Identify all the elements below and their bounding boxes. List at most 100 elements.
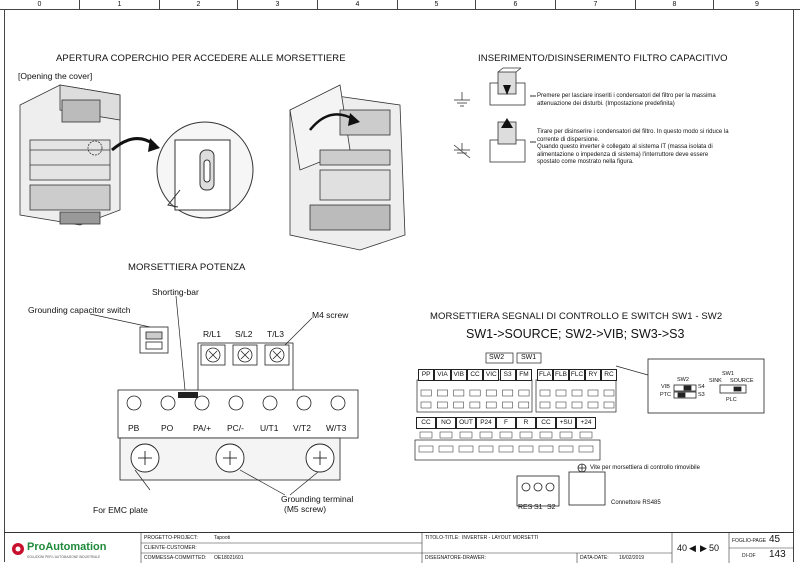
sd-source: SOURCE — [730, 378, 754, 384]
signal-terminal-screw — [420, 401, 432, 409]
terminal-u-t1: U/T1 — [260, 423, 279, 433]
filter-switch-pushed — [489, 67, 526, 106]
sd-s3: S3 — [698, 392, 705, 398]
signal-title: MORSETTIERA SEGNALI DI CONTROLLO E SWITC… — [430, 311, 723, 322]
terminal-pb: PB — [128, 423, 140, 433]
logo-text: ProAutomation — [27, 541, 107, 553]
page-value: 45 — [769, 534, 781, 545]
signal-terminal-screw — [498, 445, 514, 453]
signal-terminal-label: RY — [585, 369, 601, 381]
sd-s4: S4 — [698, 384, 705, 390]
signal-terminal-screw — [439, 431, 453, 439]
signal-terminal-screw — [419, 431, 433, 439]
signal-terminal-screw — [539, 431, 553, 439]
ruler-cell: 6 — [476, 0, 556, 10]
signal-terminal-screw — [479, 431, 493, 439]
m5-screw-label: (M5 screw) — [284, 504, 327, 514]
of-value: 143 — [769, 549, 786, 560]
signal-terminal-screw — [469, 401, 481, 409]
title-block: ProAutomation SOLUZIONI PER L'AUTOMAZION… — [4, 532, 794, 563]
filter-text-remove: Tirare per disinserire i condensatori de… — [537, 129, 729, 167]
next-arrow-icon[interactable]: ▶ — [700, 543, 707, 553]
filter-text-insert: Premere per lasciare inseriti i condensa… — [537, 93, 716, 108]
inverter-illustration-right — [289, 84, 406, 251]
signal-terminal-label: PP — [418, 369, 435, 381]
signal-terminal-screw — [555, 389, 567, 397]
signal-terminal-label: S3 — [499, 369, 516, 381]
of-label: DI-OF — [742, 553, 756, 559]
signal-terminal-screw — [579, 431, 593, 439]
customer-label: CLIENTE-CUSTOMER: — [144, 545, 197, 551]
signal-terminal-label: R — [516, 417, 536, 429]
signal-terminal-screw — [459, 431, 473, 439]
title-value: INVERTER - LAYOUT MORSETTI — [462, 535, 539, 541]
signal-terminal-label: +24 — [576, 417, 596, 429]
switch-detail-box — [647, 358, 765, 414]
column-ruler: 0 1 2 3 4 5 6 7 8 9 — [0, 0, 800, 10]
signal-terminal-label: +SU — [556, 417, 576, 429]
ground-symbol-top — [454, 92, 470, 107]
signal-terminal-label: FM — [515, 369, 533, 381]
order-value: OE18021601 — [214, 555, 244, 561]
signal-terminal-label: CC — [466, 369, 484, 381]
filter-title: INSERIMENTO/DISINSERIMENTO FILTRO CAPACI… — [478, 53, 728, 64]
text-line: Tirare per disinserire i condensatori de… — [537, 129, 729, 135]
grounding-terminal-label: Grounding terminal — [281, 494, 354, 504]
sw-label-boxes — [485, 352, 542, 364]
terminal-pa: PA/+ — [193, 423, 212, 433]
signal-terminal-label: FLC — [569, 369, 585, 381]
signal-terminal-screw — [502, 389, 514, 397]
ruler-cell: 2 — [160, 0, 238, 10]
signal-terminal-screw — [538, 445, 554, 453]
ground-symbol-bottom — [453, 143, 471, 159]
terminal-w-t3: W/T3 — [326, 423, 347, 433]
signal-terminal-screw — [587, 389, 599, 397]
signal-terminal-screw — [502, 401, 513, 409]
prev-arrow-icon[interactable]: ◀ — [689, 543, 696, 553]
signal-terminal-screw — [458, 445, 474, 453]
ruler-cell: 9 — [755, 1, 759, 8]
text-line: Premere per lasciare inseriti i condensa… — [537, 93, 716, 99]
signal-terminal-screw — [519, 431, 533, 439]
terminal-r-l1: R/L1 — [203, 329, 221, 339]
signal-terminal-screw — [418, 445, 434, 453]
prev-page[interactable]: 40 — [677, 543, 688, 553]
signal-terminal-screw — [438, 445, 454, 453]
ruler-cell: 0 — [0, 0, 80, 10]
signal-terminal-screw — [437, 401, 448, 409]
signal-terminal-screw — [485, 401, 497, 409]
signal-terminal-screw — [437, 389, 448, 397]
zoom-circle — [156, 121, 254, 219]
signal-screws — [418, 389, 615, 453]
switch-setting: SW1->SOURCE; SW2->VIB; SW3->S3 — [466, 327, 685, 341]
signal-terminal-screw — [539, 389, 551, 397]
title-block-lines — [12, 533, 794, 563]
signal-terminal-label: FLA — [537, 369, 553, 381]
terminal-v-t2: V/T2 — [293, 423, 311, 433]
bottom-terminal-screws — [126, 395, 346, 411]
cover-title: APERTURA COPERCHIO PER ACCEDERE ALLE MOR… — [56, 53, 346, 64]
signal-terminal-label: VIA — [434, 369, 451, 381]
drawer-label: DISEGNATORE-DRAWER: — [425, 555, 487, 561]
terminal-t-l3: T/L3 — [267, 329, 285, 339]
leader-lines — [89, 295, 319, 496]
vite-note: Vite per morsettiera di controllo rimovi… — [590, 465, 700, 471]
grounding-cap-switch-label: Grounding capacitor switch — [28, 305, 131, 315]
sd-ptc: PTC — [660, 392, 671, 398]
signal-terminal-screw — [518, 401, 530, 409]
project-value: Tapooti — [214, 535, 231, 541]
text-line: corrente di dispersione. — [537, 136, 600, 143]
signal-terminal-screw — [453, 389, 465, 397]
rs485-connector — [516, 463, 606, 507]
ruler-cell: 4 — [318, 0, 398, 10]
next-page[interactable]: 50 — [709, 543, 720, 553]
signal-terminal-label: RC — [601, 369, 617, 381]
signal-terminal-label: OUT — [456, 417, 476, 429]
cover-subtitle: [Opening the cover] — [18, 71, 93, 81]
signal-terminal-label: F — [496, 417, 516, 429]
text-line: Quando questo inverter è collegato al si… — [537, 144, 713, 150]
terminal-s-l2: S/L2 — [235, 329, 253, 339]
emc-plate-label: For EMC plate — [93, 505, 148, 515]
signal-terminal-screw — [587, 401, 599, 409]
page-label: FOGLIO-PAGE — [732, 538, 767, 544]
